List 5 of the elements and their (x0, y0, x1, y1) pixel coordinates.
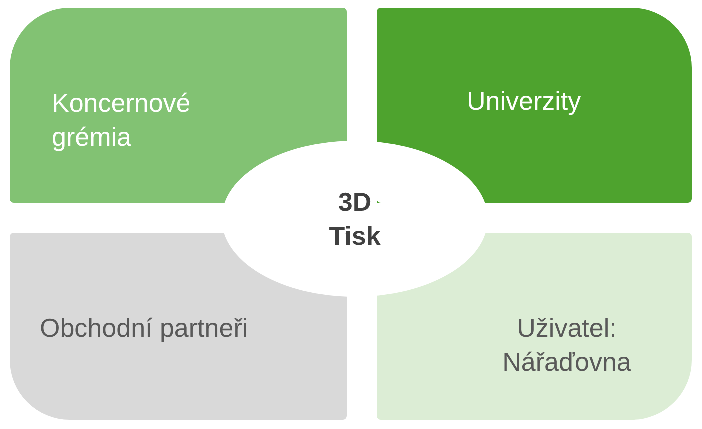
panel-label: Univerzity (467, 85, 582, 118)
panel-label: Koncernové grémia (52, 87, 192, 154)
panel-label: Obchodní partneři (40, 312, 248, 345)
center-label: 3D Tisk (328, 186, 382, 253)
panel-label: Uživatel: Nářaďovna (502, 312, 632, 379)
